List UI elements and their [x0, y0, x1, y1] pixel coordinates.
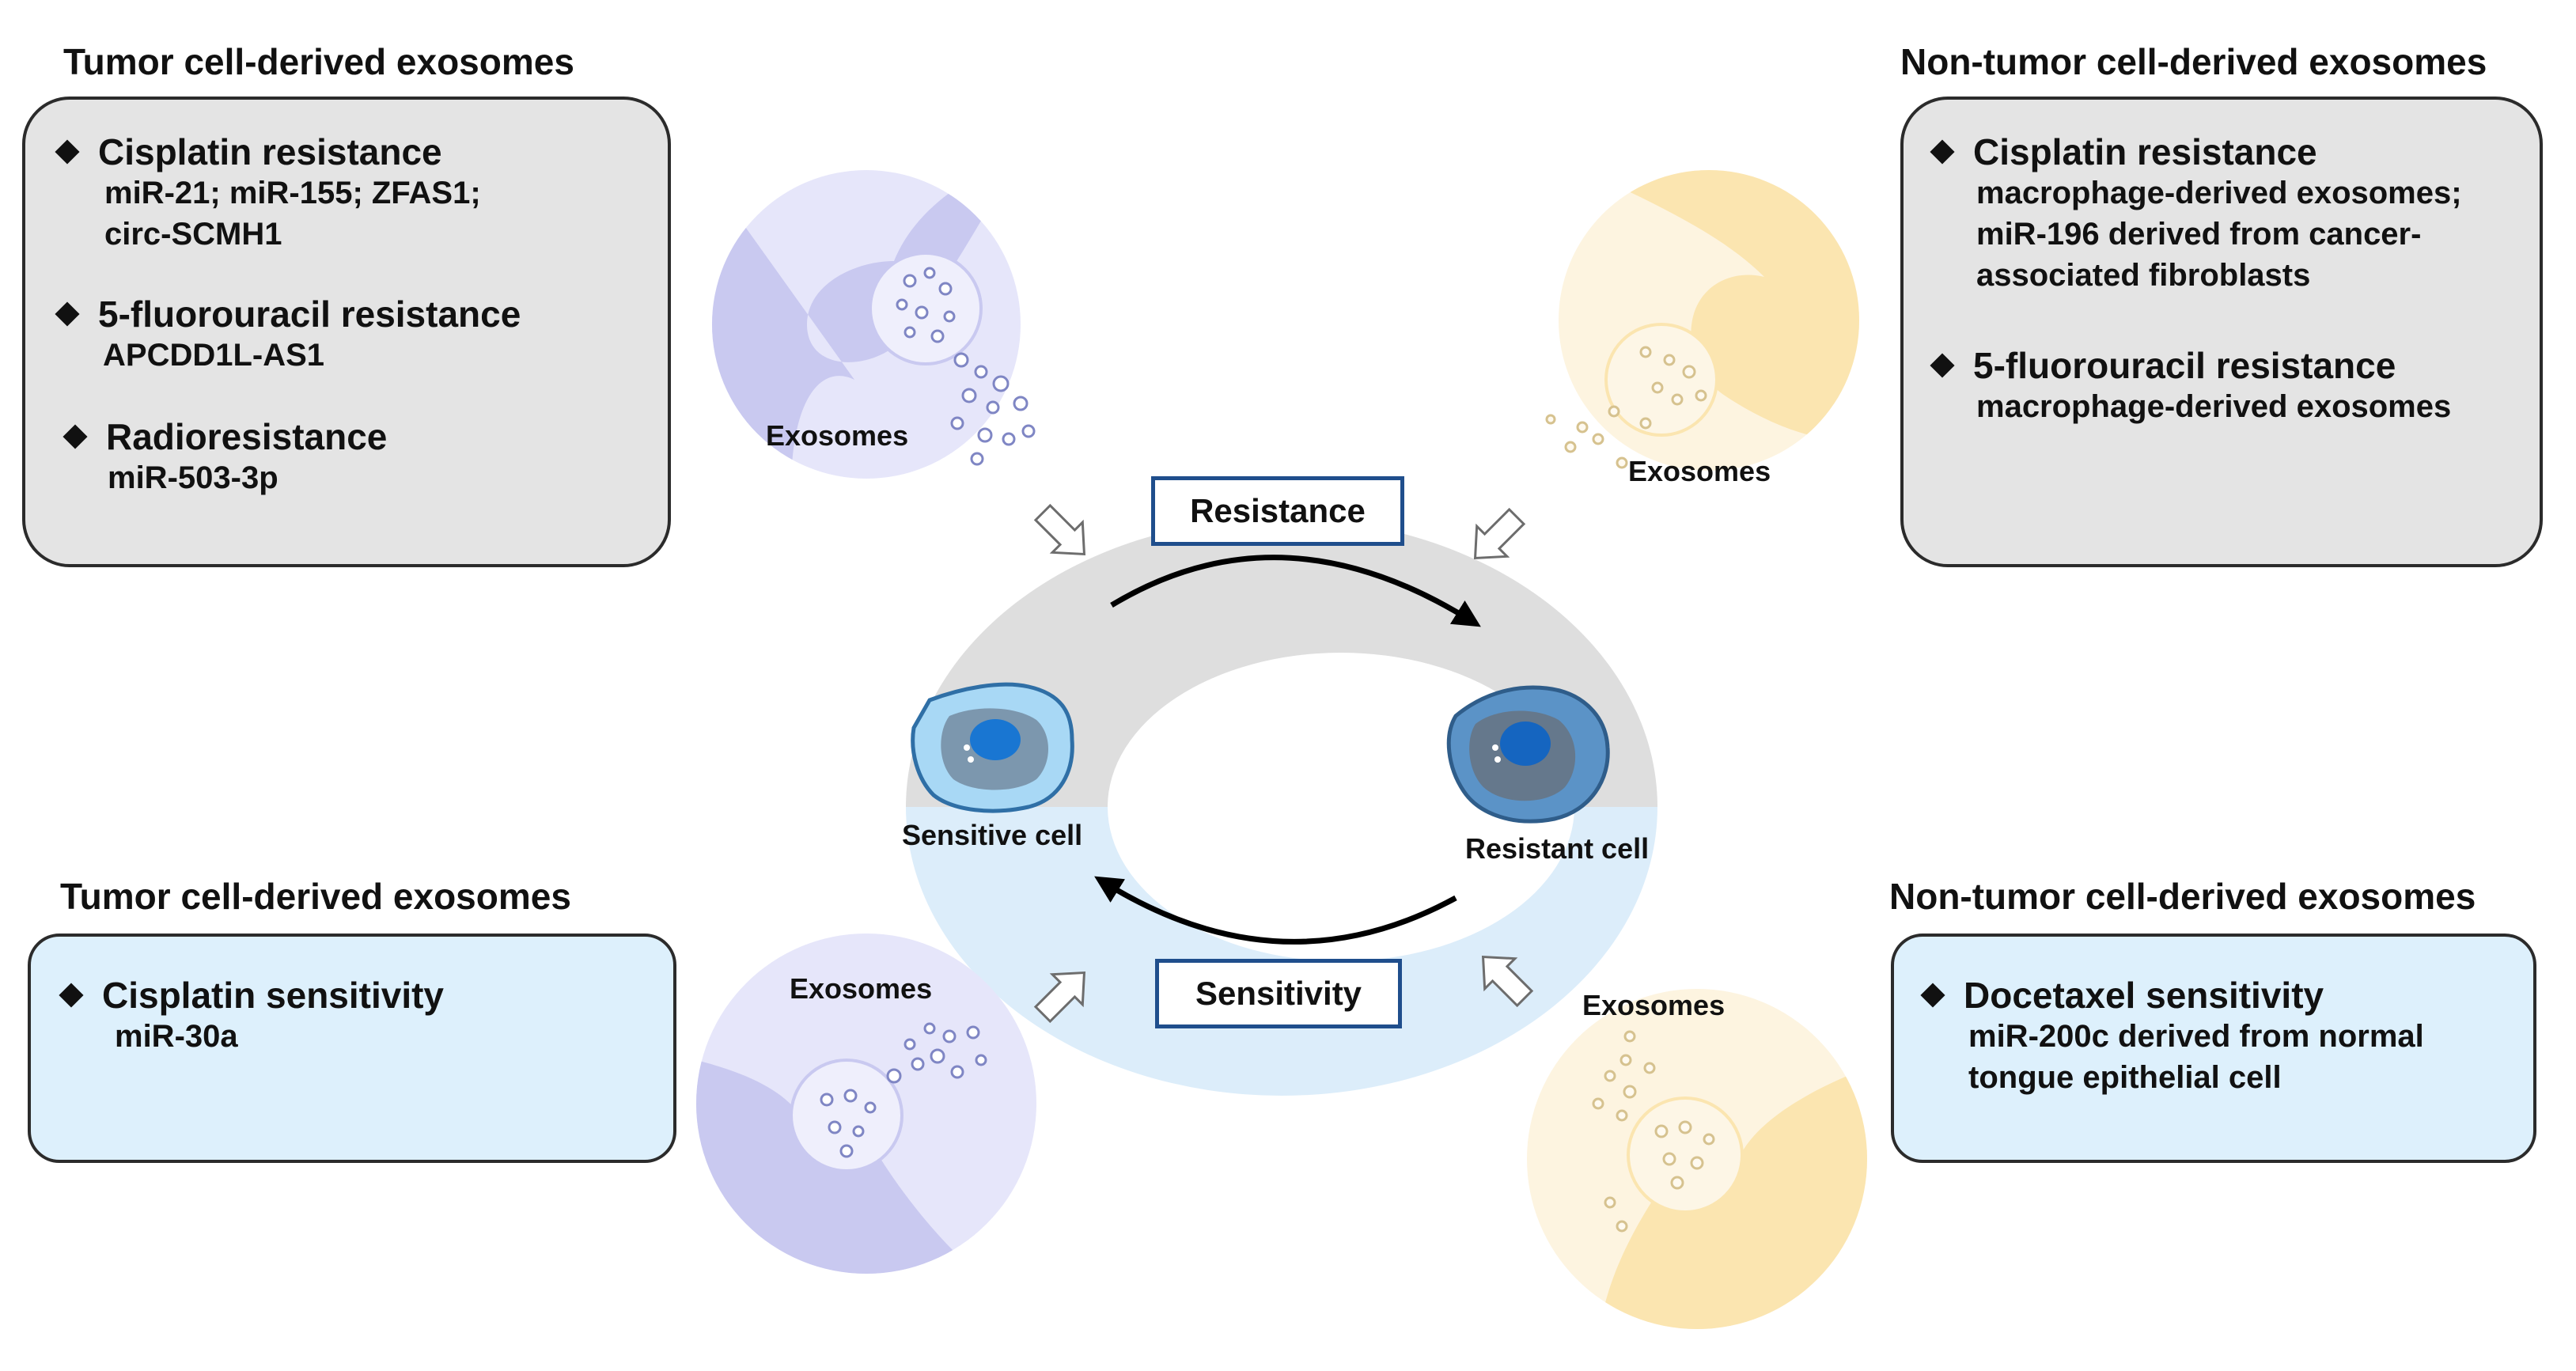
section-title: 5-fluorouracil resistance — [1973, 345, 2396, 386]
bottom-right-info-box: Docetaxel sensitivity miR-200c derived f… — [1891, 934, 2536, 1163]
exosome-release-illustration-bottom-left — [696, 934, 1036, 1274]
exosome-release-illustration-bottom-right — [1527, 989, 1867, 1329]
section-body: miR-503-3p — [108, 460, 278, 495]
top-right-heading: Non-tumor cell-derived exosomes — [1900, 41, 2487, 82]
section-title: Cisplatin resistance — [98, 131, 442, 172]
inflow-arrow-top-left — [1033, 503, 1086, 556]
exosomes-label-bottom-right: Exosomes — [1582, 989, 1726, 1021]
sensitive-cell-illustration — [911, 682, 1074, 813]
diamond-bullet-icon — [55, 301, 80, 327]
top-right-info-box: Cisplatin resistance macrophage-derived … — [1900, 97, 2543, 567]
section-5fu-resistance: 5-fluorouracil resistance APCDD1L-AS1 — [55, 294, 521, 376]
sensitivity-arrow — [1094, 876, 1457, 945]
section-cisplatin-resistance: Cisplatin resistance macrophage-derived … — [1930, 131, 2462, 296]
section-cisplatin-resistance: Cisplatin resistance miR-21; miR-155; ZF… — [55, 131, 481, 255]
section-body: macrophage-derived exosomes — [1976, 389, 2452, 424]
section-title: Docetaxel sensitivity — [1964, 975, 2324, 1016]
section-body: miR-200c derived from normal tongue epit… — [1968, 1019, 2424, 1095]
diamond-bullet-icon — [63, 424, 88, 449]
resistant-cell-label: Resistant cell — [1465, 832, 1650, 865]
section-body: APCDD1L-AS1 — [103, 338, 325, 373]
section-body: macrophage-derived exosomes; miR-196 der… — [1976, 176, 2462, 293]
diamond-bullet-icon — [1930, 353, 1955, 378]
sensitive-cell-label: Sensitive cell — [902, 819, 1083, 851]
inflow-arrow-top-right — [1473, 507, 1526, 560]
central-ring — [906, 518, 1657, 1096]
inflow-arrow-bottom-right — [1481, 955, 1534, 1008]
diamond-bullet-icon — [59, 983, 84, 1008]
section-body: miR-30a — [115, 1019, 238, 1054]
resistant-cell-illustration — [1446, 685, 1610, 824]
diamond-bullet-icon — [1930, 139, 1955, 165]
bottom-right-heading: Non-tumor cell-derived exosomes — [1889, 876, 2476, 917]
inflow-arrow-bottom-left — [1033, 971, 1086, 1024]
section-title: Cisplatin resistance — [1973, 131, 2317, 172]
resistance-arrow — [1110, 555, 1481, 627]
section-title: 5-fluorouracil resistance — [98, 294, 521, 335]
exosome-release-illustration-top-right — [1545, 170, 1859, 471]
top-left-info-box: Cisplatin resistance miR-21; miR-155; ZF… — [22, 97, 671, 567]
exosomes-label-bottom-left: Exosomes — [790, 972, 933, 1005]
exosomes-label-top-left: Exosomes — [766, 419, 909, 452]
bottom-left-heading: Tumor cell-derived exosomes — [60, 876, 571, 917]
exosome-release-illustration-top-left — [712, 170, 1036, 479]
section-body: miR-21; miR-155; ZFAS1; circ-SCMH1 — [104, 176, 481, 252]
section-5fu-resistance: 5-fluorouracil resistance macrophage-der… — [1930, 345, 2452, 427]
section-title: Radioresistance — [106, 416, 388, 457]
diamond-bullet-icon — [55, 139, 80, 165]
diamond-bullet-icon — [1920, 983, 1945, 1008]
top-left-heading: Tumor cell-derived exosomes — [63, 41, 574, 82]
section-docetaxel-sensitivity: Docetaxel sensitivity miR-200c derived f… — [1920, 975, 2424, 1098]
exosomes-label-top-right: Exosomes — [1628, 455, 1771, 487]
section-title: Cisplatin sensitivity — [102, 975, 445, 1016]
sensitivity-label: Sensitivity — [1155, 959, 1402, 1028]
bottom-left-info-box: Cisplatin sensitivity miR-30a — [28, 934, 676, 1163]
section-radioresistance: Radioresistance miR-503-3p — [63, 416, 388, 498]
section-cisplatin-sensitivity: Cisplatin sensitivity miR-30a — [59, 975, 445, 1057]
resistance-label: Resistance — [1151, 476, 1404, 546]
